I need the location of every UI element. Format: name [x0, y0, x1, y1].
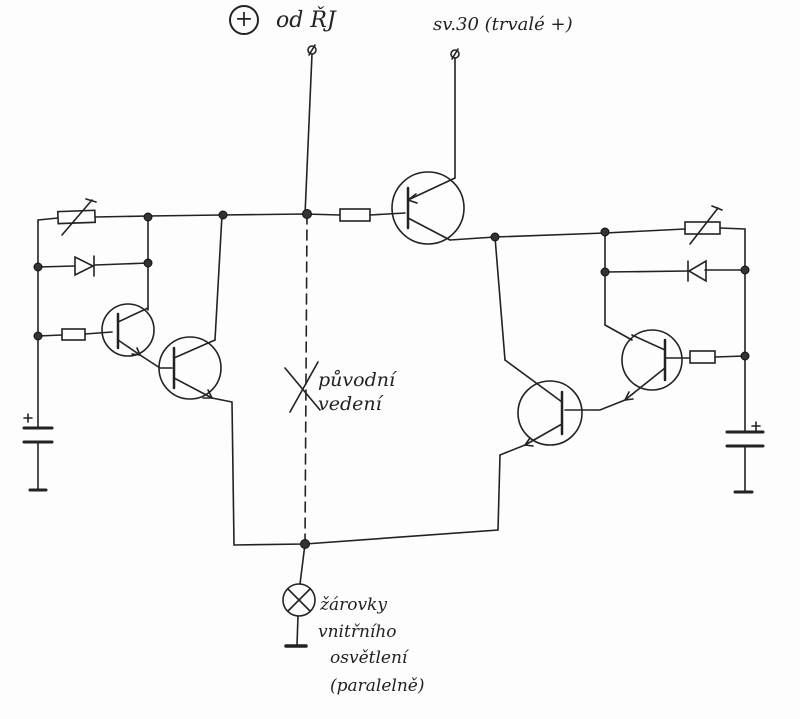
resistor-left — [61, 328, 86, 341]
label-lamp-3: osvětlení — [330, 648, 408, 668]
capacitor-left — [22, 413, 54, 492]
transistor-t5 — [504, 359, 583, 447]
label-sv30: sv.30 (trvalé +) — [433, 14, 573, 35]
variable-resistor-left — [56, 198, 97, 236]
lamp-icon — [282, 583, 316, 648]
transistor-t3 — [391, 171, 465, 245]
variable-resistor-right — [684, 205, 723, 245]
label-lamp-2: vnitřního — [318, 622, 397, 642]
resistor-base-t3 — [339, 208, 371, 222]
transistor-t1 — [101, 303, 155, 357]
wire-lamp — [299, 543, 306, 585]
plus-symbol: + — [229, 5, 259, 35]
terminal-od-rj — [304, 44, 317, 216]
wire-t5 — [494, 236, 526, 456]
wire-top-right — [449, 227, 746, 241]
label-od-rj: od ŘJ — [276, 8, 336, 33]
capacitor-right — [725, 421, 765, 494]
original-wiring-dashed — [304, 213, 308, 545]
wire-t4-collector — [604, 232, 633, 341]
crossed-out-mark — [284, 361, 321, 413]
label-lamp-4: (paralelně) — [330, 676, 425, 696]
label-lamp-1: žárovky — [320, 595, 387, 615]
wire-bottom — [211, 397, 501, 546]
wire-t4-base — [664, 355, 746, 359]
transistor-t4 — [621, 329, 683, 401]
wire-t1-base — [37, 331, 113, 337]
label-original-wiring: původní vedení — [318, 369, 396, 415]
resistor-right — [689, 350, 716, 364]
wire-t1-t2 — [139, 354, 173, 369]
terminal-sv30 — [450, 48, 460, 179]
wire-diode-right — [604, 269, 746, 273]
transistor-t2 — [158, 336, 222, 400]
plus-sign: + — [229, 5, 259, 35]
wire-t2-collector — [214, 214, 223, 341]
diode-right — [687, 259, 707, 283]
junction-nodes — [33, 209, 750, 549]
wire-t4-t5 — [564, 399, 626, 411]
wire-diode-left — [37, 262, 149, 268]
diode-left — [74, 255, 95, 277]
